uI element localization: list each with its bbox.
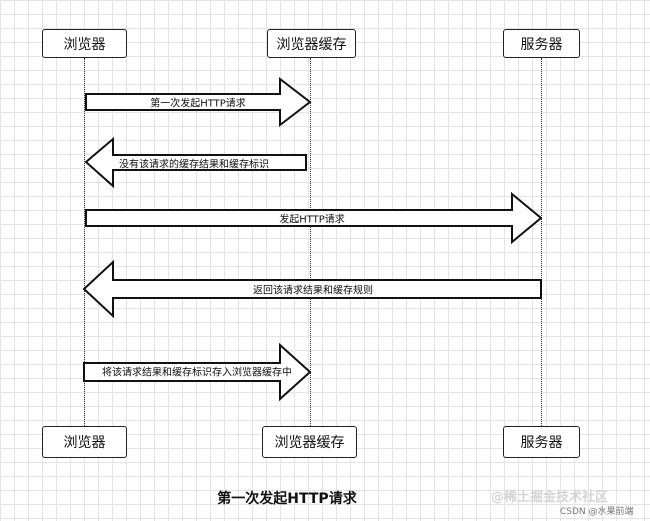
browser-box-bottom: 浏览器 (42, 426, 127, 458)
message-no-cache: 没有该请求的缓存结果和缓存标识 (119, 159, 269, 171)
server-box-top: 服务器 (503, 29, 580, 58)
cache-box-top: 浏览器缓存 (267, 29, 356, 58)
arrow-first-request (85, 76, 312, 128)
message-first-request: 第一次发起HTTP请求 (150, 98, 246, 110)
cache-box-bottom: 浏览器缓存 (262, 426, 357, 458)
arrow-no-cache (84, 136, 307, 189)
browser-lifeline (84, 58, 85, 428)
server-lifeline (541, 58, 542, 428)
arrow-send-request (85, 191, 543, 245)
server-box-bottom: 服务器 (503, 426, 580, 458)
browser-box-top: 浏览器 (42, 29, 127, 58)
cache-lifeline (310, 58, 311, 428)
message-store-cache: 将该请求结果和缓存标识存入浏览器缓存中 (102, 367, 292, 379)
credit-watermark: CSDN @水果前端 (560, 507, 634, 517)
source-watermark: @稀土掘金技术社区 (491, 490, 609, 505)
message-response: 返回该请求结果和缓存规则 (253, 285, 373, 297)
message-send-request: 发起HTTP请求 (279, 214, 345, 226)
arrow-response (82, 259, 542, 319)
arrow-store-cache (83, 342, 312, 402)
diagram-caption: 第一次发起HTTP请求 (217, 491, 357, 507)
